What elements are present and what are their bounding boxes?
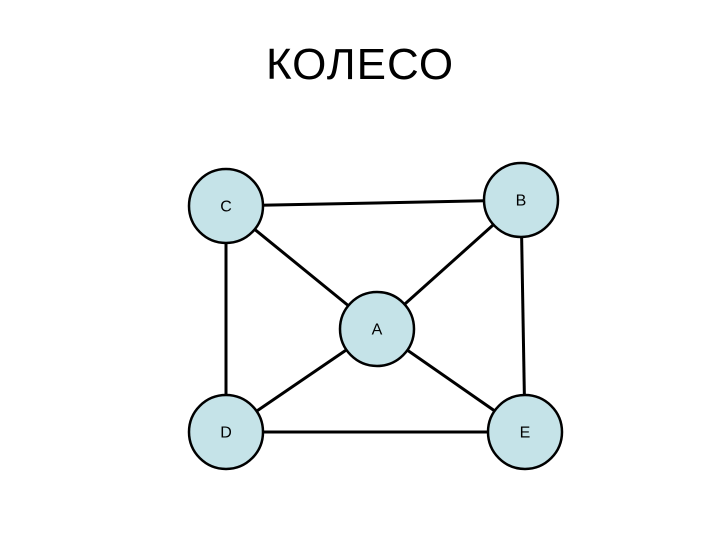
node-d-label: D (220, 425, 232, 442)
node-b: B (482, 161, 560, 239)
slide-title: КОЛЕСО (265, 40, 455, 89)
node-a-label: A (372, 322, 383, 339)
node-c-label: C (220, 199, 232, 216)
node-c-circle (187, 167, 265, 245)
node-b-label: B (516, 193, 527, 210)
node-e-circle (486, 393, 564, 471)
node-d: D (187, 393, 265, 471)
node-b-circle (482, 161, 560, 239)
node-e: E (486, 393, 564, 471)
node-a-circle (338, 290, 416, 368)
node-e-label: E (520, 425, 531, 442)
edge-c-b (225, 198, 522, 208)
nodes-layer: A B C D E (187, 161, 564, 471)
node-c: C (187, 167, 265, 245)
node-a: A (338, 290, 416, 368)
edge-b-e (519, 199, 527, 433)
node-d-circle (187, 393, 265, 471)
